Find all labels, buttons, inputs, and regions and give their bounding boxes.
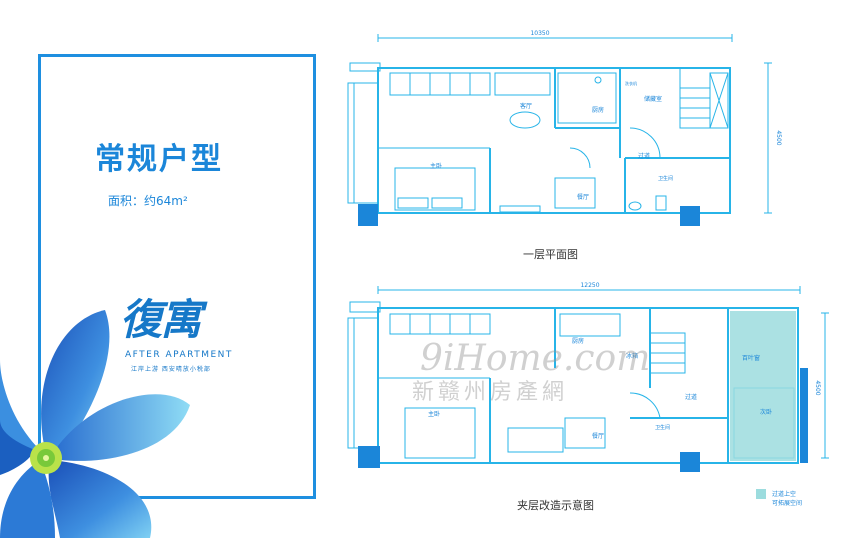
plan1-width-dimension: 10350 bbox=[530, 30, 549, 37]
plan2-height-dimension: 4500 bbox=[814, 380, 821, 395]
plan1-caption: 一层平面图 bbox=[523, 248, 578, 261]
legend-line-2: 可拓展空间 bbox=[772, 500, 803, 507]
title-card bbox=[38, 54, 316, 499]
flower-decoration bbox=[0, 310, 190, 538]
plan2-caption: 夹层改造示意图 bbox=[517, 499, 594, 512]
watermark-domain: 9iHome.com bbox=[420, 338, 651, 379]
room-dining: 餐厅 bbox=[577, 193, 589, 201]
room2-bathroom: 卫生间 bbox=[655, 424, 670, 431]
plan2-width-dimension: 12250 bbox=[580, 282, 599, 289]
page-title: 常规户型 bbox=[95, 142, 223, 177]
room2-kitchen: 厨房 bbox=[572, 337, 584, 345]
area-label: 面积：约64m² bbox=[108, 194, 188, 208]
room-living: 客厅 bbox=[520, 102, 532, 110]
brand-logo: 復寓 bbox=[120, 295, 202, 344]
room2-fridge: 冰箱 bbox=[626, 352, 638, 360]
room-kitchen: 厨房 bbox=[592, 106, 604, 114]
room-storage: 储藏室 bbox=[644, 95, 662, 103]
brand-tagline: 江岸上游 西安晴放小税部 bbox=[131, 366, 211, 373]
room-washer: 洗衣机 bbox=[625, 80, 637, 86]
room2-corridor: 过道 bbox=[685, 393, 697, 401]
plan1-height-dimension: 4500 bbox=[775, 130, 782, 145]
floor-plan-mezzanine: 12250 4500 厨房 冰箱 百叶窗 主卧 过道 卫生间 餐厅 次卧 bbox=[347, 282, 829, 472]
room-bedroom: 主卧 bbox=[430, 162, 442, 170]
room2-bedroom: 主卧 bbox=[428, 410, 440, 418]
room-corridor: 过道 bbox=[638, 152, 650, 160]
watermark-site-name: 新赣州房產網 bbox=[412, 380, 569, 405]
room2-blinds: 百叶窗 bbox=[742, 354, 760, 362]
legend-line-1: 过道上空 bbox=[772, 491, 797, 498]
legend-swatch bbox=[756, 489, 766, 499]
room2-dining: 餐厅 bbox=[592, 432, 604, 440]
brand-name-en: AFTER APARTMENT bbox=[125, 350, 233, 360]
floor-plan-level-1: 10350 4500 客厅 厨房 储藏室 主卧 过道 卫生间 餐厅 洗衣机 bbox=[347, 30, 782, 226]
room2-second-bedroom: 次卧 bbox=[760, 408, 772, 416]
room-bathroom: 卫生间 bbox=[658, 175, 673, 182]
